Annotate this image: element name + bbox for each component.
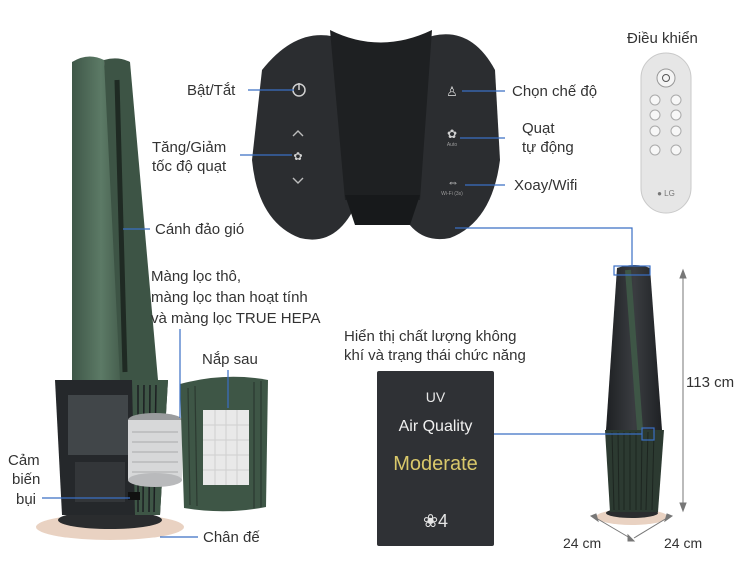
label-width-left: 24 cm [563,535,602,551]
chevron-down-icon[interactable] [292,177,304,184]
person-icon[interactable]: ♙ [446,84,458,99]
label-remote: Điều khiển [627,30,698,47]
label-height: 113 cm [686,374,735,391]
label-filter-line3: và màng lọc TRUE HEPA [151,310,321,327]
display-fan-level: ❀4 [422,511,449,531]
svg-text:Auto: Auto [447,142,458,148]
display-uv: UV [425,389,446,405]
dimension-lines [589,268,687,542]
label-filter-line1: Màng lọc thô, [151,268,242,285]
label-swing: Xoay/Wifi [514,177,578,194]
label-display-line2: khí và trạng thái chức năng [344,347,526,364]
filter-cylinder [128,413,182,487]
display-status: Moderate [393,453,478,475]
label-auto-line1: Quạt [522,120,555,137]
label-on-off: Bật/Tắt [187,82,236,99]
label-speed-line2: tốc độ quạt [152,158,227,175]
display-air-quality: Air Quality [398,418,473,435]
label-filter-line2: màng lọc than hoạt tính [151,289,308,306]
tower-small [596,265,668,525]
label-sensor-line3: bụi [16,491,37,508]
fan-icon[interactable]: ✿ [447,127,457,141]
label-width-right: 24 cm [664,535,703,551]
control-head: ✿ ♙ ✿ Auto ⇔ Wi-Fi (3s) [252,30,500,240]
fan-speed-icon[interactable]: ✿ [293,151,302,163]
air-quality-display: UV Air Quality Moderate ❀4 [377,371,494,546]
label-sensor-line2: biến [12,471,41,488]
remote-control: ● LG [640,52,692,214]
swing-arrows-icon[interactable]: ⇔ [447,175,459,189]
svg-text:Wi-Fi (3s): Wi-Fi (3s) [441,191,463,197]
label-back-cover: Nắp sau [202,351,258,368]
label-mode: Chọn chế độ [512,83,598,100]
label-speed-line1: Tăng/Giảm [152,139,227,156]
vane-left [72,56,130,380]
dust-sensor [128,492,140,500]
callout-lines [42,89,642,538]
label-base: Chân đế [203,529,260,546]
label-auto-line2: tự động [522,139,574,156]
label-display-line1: Hiển thị chất lượng không [344,328,517,345]
lg-logo: ● LG [657,189,675,198]
chevron-up-icon[interactable] [292,130,304,137]
label-vane: Cánh đảo gió [155,221,245,238]
back-cover [180,376,268,512]
label-sensor-line1: Cảm [8,452,40,469]
